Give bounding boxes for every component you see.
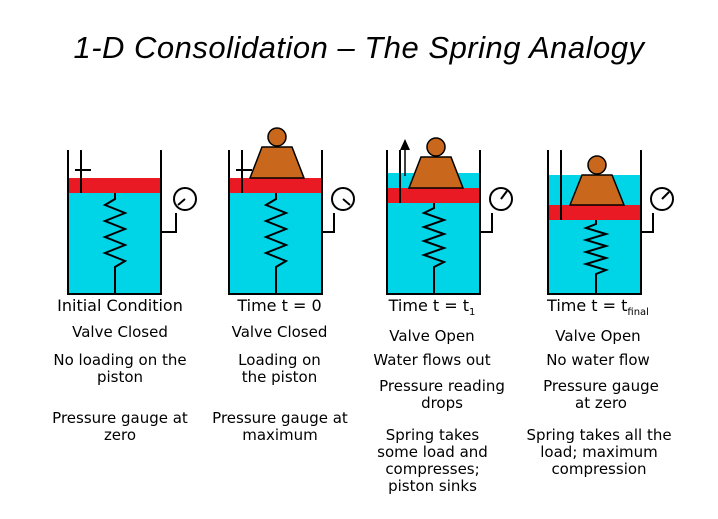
spring xyxy=(102,193,128,294)
panel-4-gauge: Pressure gauge at zero xyxy=(543,377,659,412)
gauge-pipe xyxy=(641,213,654,233)
panel-2-loading: Loading on the piston xyxy=(238,351,321,386)
panel-initial-condition xyxy=(67,150,197,295)
panel-1-valve: Valve Closed xyxy=(72,323,168,341)
container-wall xyxy=(228,150,323,295)
panel-4-valve: Valve Open xyxy=(555,327,641,345)
gauge-needle xyxy=(500,190,508,200)
panel-1-heading: Initial Condition xyxy=(57,296,183,315)
gauge-pipe xyxy=(322,213,335,233)
piston xyxy=(548,205,641,220)
panel-time-zero xyxy=(228,127,355,295)
panel-3-gauge: Pressure reading drops xyxy=(379,377,505,412)
panel-3-valve: Valve Open xyxy=(389,327,475,345)
gauge-pipe xyxy=(161,213,177,233)
weight xyxy=(248,146,306,179)
container-wall xyxy=(67,150,162,295)
gauge-needle xyxy=(177,198,186,206)
weight-knob xyxy=(267,127,287,147)
panel-2-heading: Time t = 0 xyxy=(237,296,322,315)
gauge-pipe xyxy=(480,213,493,233)
container-wall xyxy=(547,150,642,295)
panel-4-flow: No water flow xyxy=(546,351,650,369)
piston xyxy=(387,188,480,203)
weight xyxy=(568,174,626,206)
panel-2-gauge: Pressure gauge at maximum xyxy=(212,409,348,444)
panel-4-heading: Time t = tfinal xyxy=(547,296,649,319)
slide-title: 1-D Consolidation – The Spring Analogy xyxy=(73,30,645,65)
time-subscript: 1 xyxy=(469,307,476,319)
panel-4-spring: Spring takes all the load; maximum compr… xyxy=(526,426,672,478)
panel-time-tfinal xyxy=(547,150,674,295)
panel-2-valve: Valve Closed xyxy=(231,323,328,341)
panel-3-spring: Spring takes some load and compresses; p… xyxy=(377,426,488,495)
weight-knob xyxy=(426,137,446,157)
panel-3-heading: Time t = t1 xyxy=(388,296,476,319)
spring xyxy=(582,220,610,294)
gauge-needle xyxy=(661,191,670,200)
outflow-arrow-icon xyxy=(400,139,410,150)
panel-1-gauge: Pressure gauge at zero xyxy=(52,409,188,444)
gauge-needle xyxy=(342,198,351,206)
piston xyxy=(68,178,161,193)
spring xyxy=(263,193,289,294)
container-wall xyxy=(386,150,481,295)
spring xyxy=(420,203,448,294)
panel-1-loading: No loading on the piston xyxy=(53,351,187,386)
weight xyxy=(407,156,465,189)
time-subscript: final xyxy=(627,307,649,319)
piston xyxy=(229,178,322,193)
panel-3-flow: Water flows out xyxy=(373,351,491,369)
weight-knob xyxy=(587,155,607,175)
panel-time-t1 xyxy=(386,137,513,295)
